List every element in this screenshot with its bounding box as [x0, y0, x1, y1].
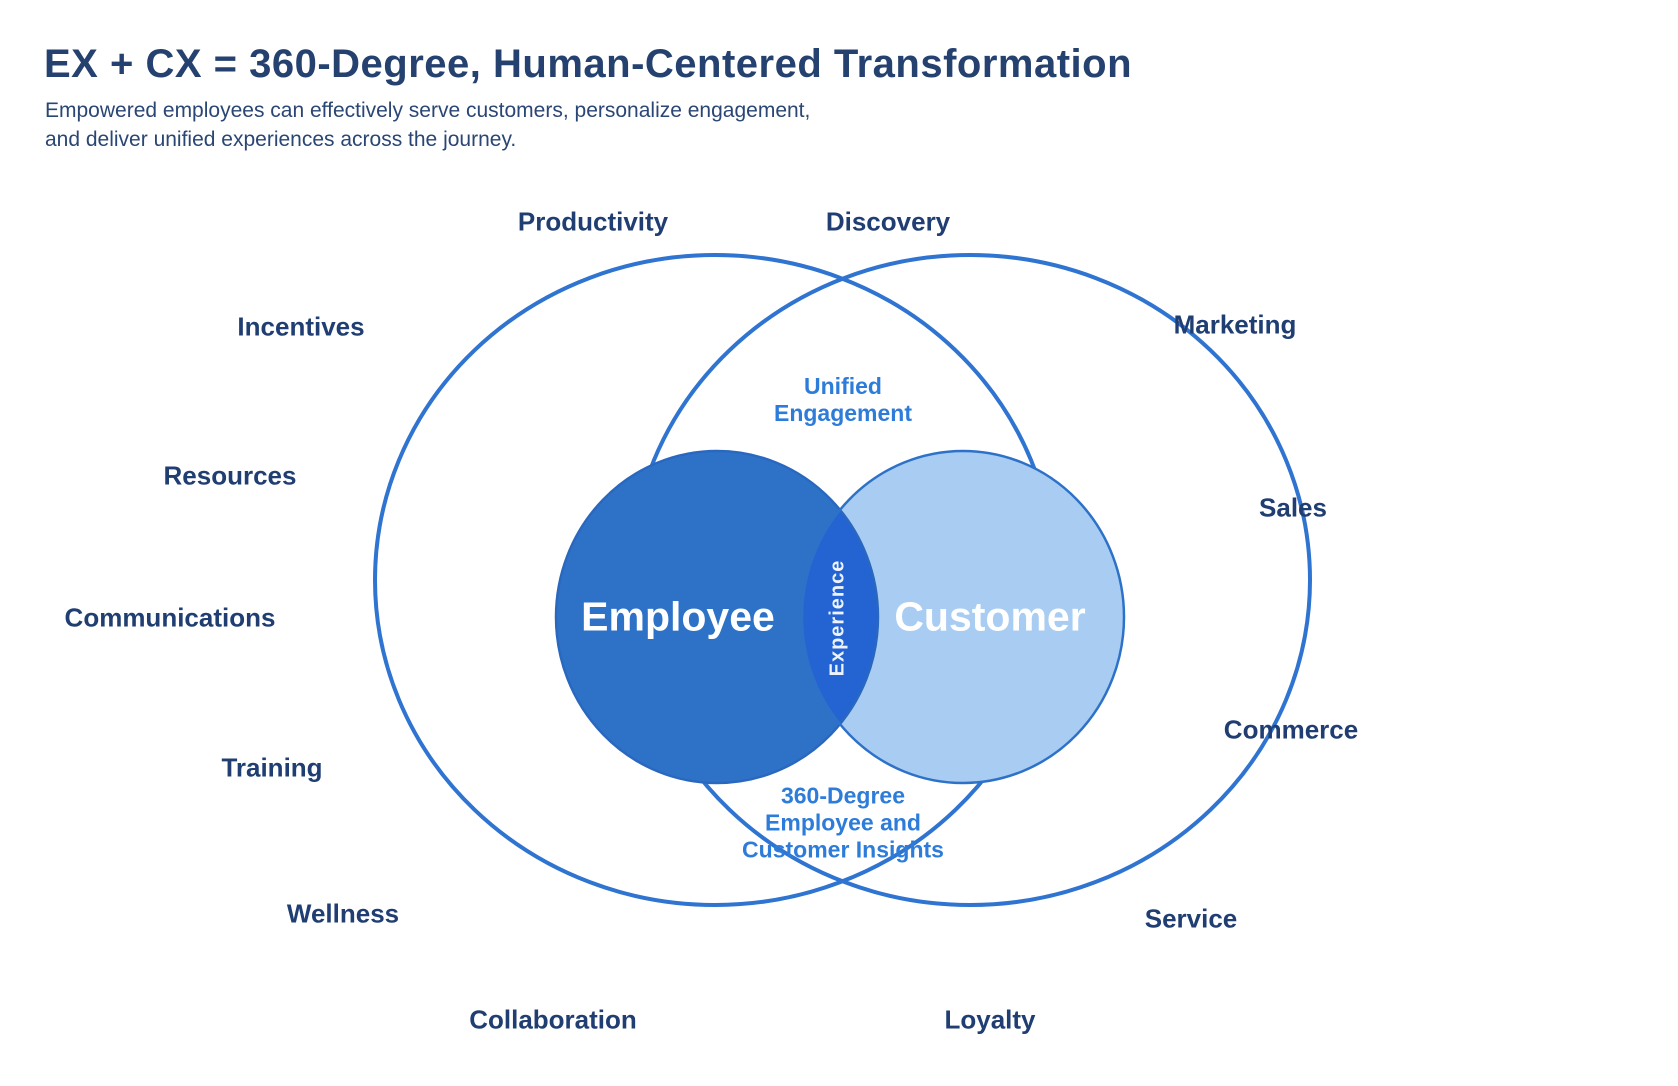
unified-engagement-caption: Unified Engagement [774, 373, 912, 427]
employee-circle [556, 451, 878, 783]
insights-line-3: Customer Insights [742, 836, 944, 863]
label-resources: Resources [163, 460, 297, 491]
label-discovery: Discovery [825, 206, 951, 237]
subtitle-line-2: and deliver unified experiences across t… [45, 128, 517, 151]
customer-circle [802, 451, 1124, 783]
label-collaboration: Collaboration [469, 1004, 637, 1035]
customer-circle-edge [800, 449, 1126, 785]
customer-circle-label: Customer [894, 593, 1086, 640]
insights-line-1: 360-Degree [780, 782, 906, 809]
unified-engagement-line-2: Engagement [773, 400, 913, 426]
label-loyalty: Loyalty [944, 1004, 1036, 1035]
label-communications: Communications [64, 602, 276, 633]
employee-circle-edge [554, 449, 880, 785]
employee-circle-label: Employee [581, 593, 775, 640]
page-subtitle: Empowered employees can effectively serv… [45, 96, 810, 154]
label-productivity: Productivity [517, 206, 669, 237]
label-incentives: Incentives [237, 311, 365, 342]
label-training: Training [221, 752, 323, 783]
page-title: EX + CX = 360-Degree, Human-Centered Tra… [44, 42, 1133, 86]
insights-line-2: Employee and [765, 809, 921, 836]
label-sales: Sales [1259, 492, 1327, 523]
subtitle-line-1: Empowered employees can effectively serv… [45, 99, 811, 122]
unified-engagement-line-1: Unified [804, 373, 882, 399]
label-commerce: Commerce [1223, 714, 1359, 745]
experience-overlap-label: Experience [826, 559, 849, 677]
label-wellness: Wellness [286, 898, 400, 929]
label-marketing: Marketing [1173, 309, 1297, 340]
label-service: Service [1144, 903, 1238, 934]
insights-caption: 360-Degree Employee and Customer Insight… [742, 783, 944, 864]
